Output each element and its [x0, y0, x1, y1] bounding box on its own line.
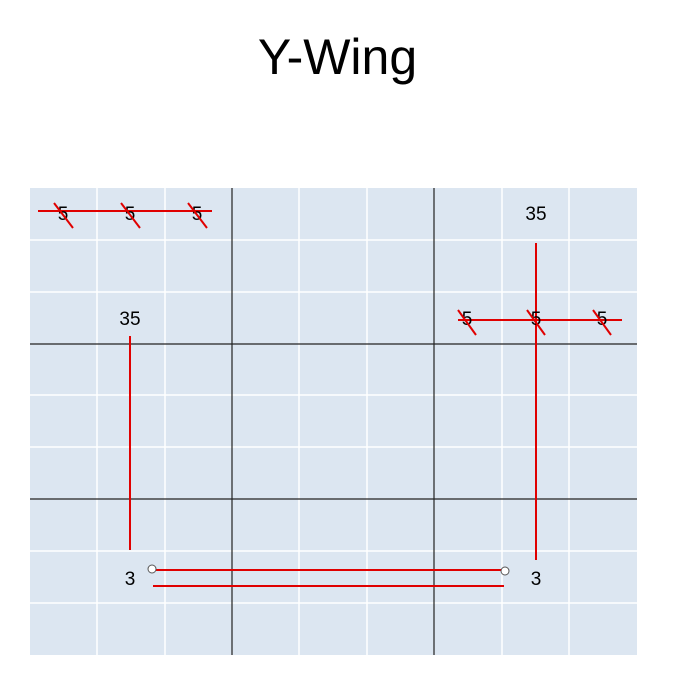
slide-title: Y-Wing — [257, 29, 418, 85]
cell-r3c9: 5 — [597, 309, 608, 330]
strike-mark-r1c3 — [187, 202, 208, 229]
link-endpoint-left — [147, 564, 157, 574]
strike-mark-r1c1 — [53, 202, 74, 229]
link-endpoint-right — [500, 566, 510, 576]
cell-r3c2: 35 — [119, 309, 140, 330]
strike-mark-r3c8 — [526, 309, 546, 336]
cell-r3c7: 5 — [462, 309, 473, 330]
cell-r3c8: 5 — [531, 309, 542, 330]
cell-r1c8: 35 — [525, 204, 546, 225]
strike-mark-r3c9 — [592, 309, 612, 336]
chain-lines — [38, 210, 622, 587]
strike-mark-r3c7 — [457, 309, 477, 336]
elimination-marks — [53, 202, 612, 336]
cell-r8c8: 3 — [531, 569, 542, 590]
strike-mark-r1c2 — [120, 202, 141, 229]
cell-r8c2: 3 — [125, 569, 136, 590]
grid-background — [30, 188, 637, 655]
